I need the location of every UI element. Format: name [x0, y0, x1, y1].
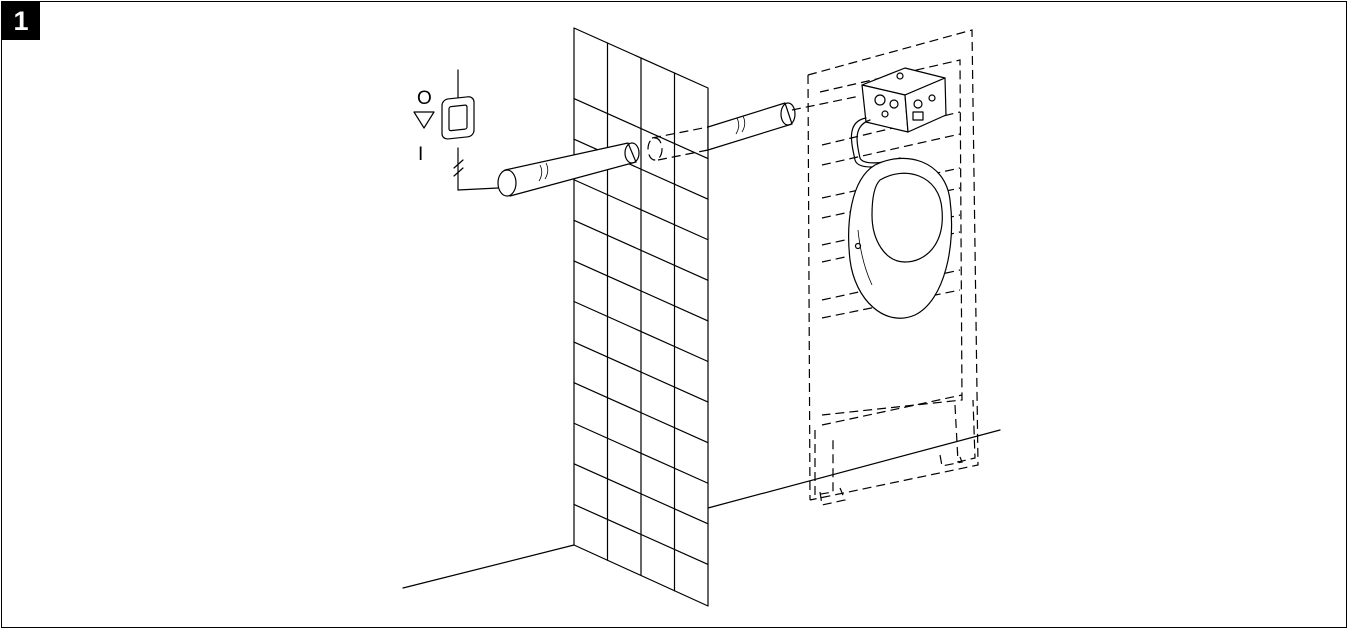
tiled-wall — [573, 27, 709, 607]
conduit-pipe-front — [497, 142, 640, 197]
wall-switch — [441, 96, 475, 140]
step-number-badge: 1 — [2, 2, 40, 40]
tile-grid-horizontals — [573, 97, 709, 566]
switch-on-label: I — [418, 144, 423, 165]
floor-lines — [402, 429, 1001, 589]
conduit-pipe-rear — [647, 95, 861, 161]
tile-grid-verticals — [606, 42, 676, 592]
switch-symbols: O I — [413, 88, 435, 165]
switch-off-label: O — [417, 88, 432, 109]
power-cable — [453, 69, 499, 191]
urinal — [848, 157, 953, 319]
triangle-icon — [413, 111, 435, 129]
electronics-box — [861, 67, 947, 133]
